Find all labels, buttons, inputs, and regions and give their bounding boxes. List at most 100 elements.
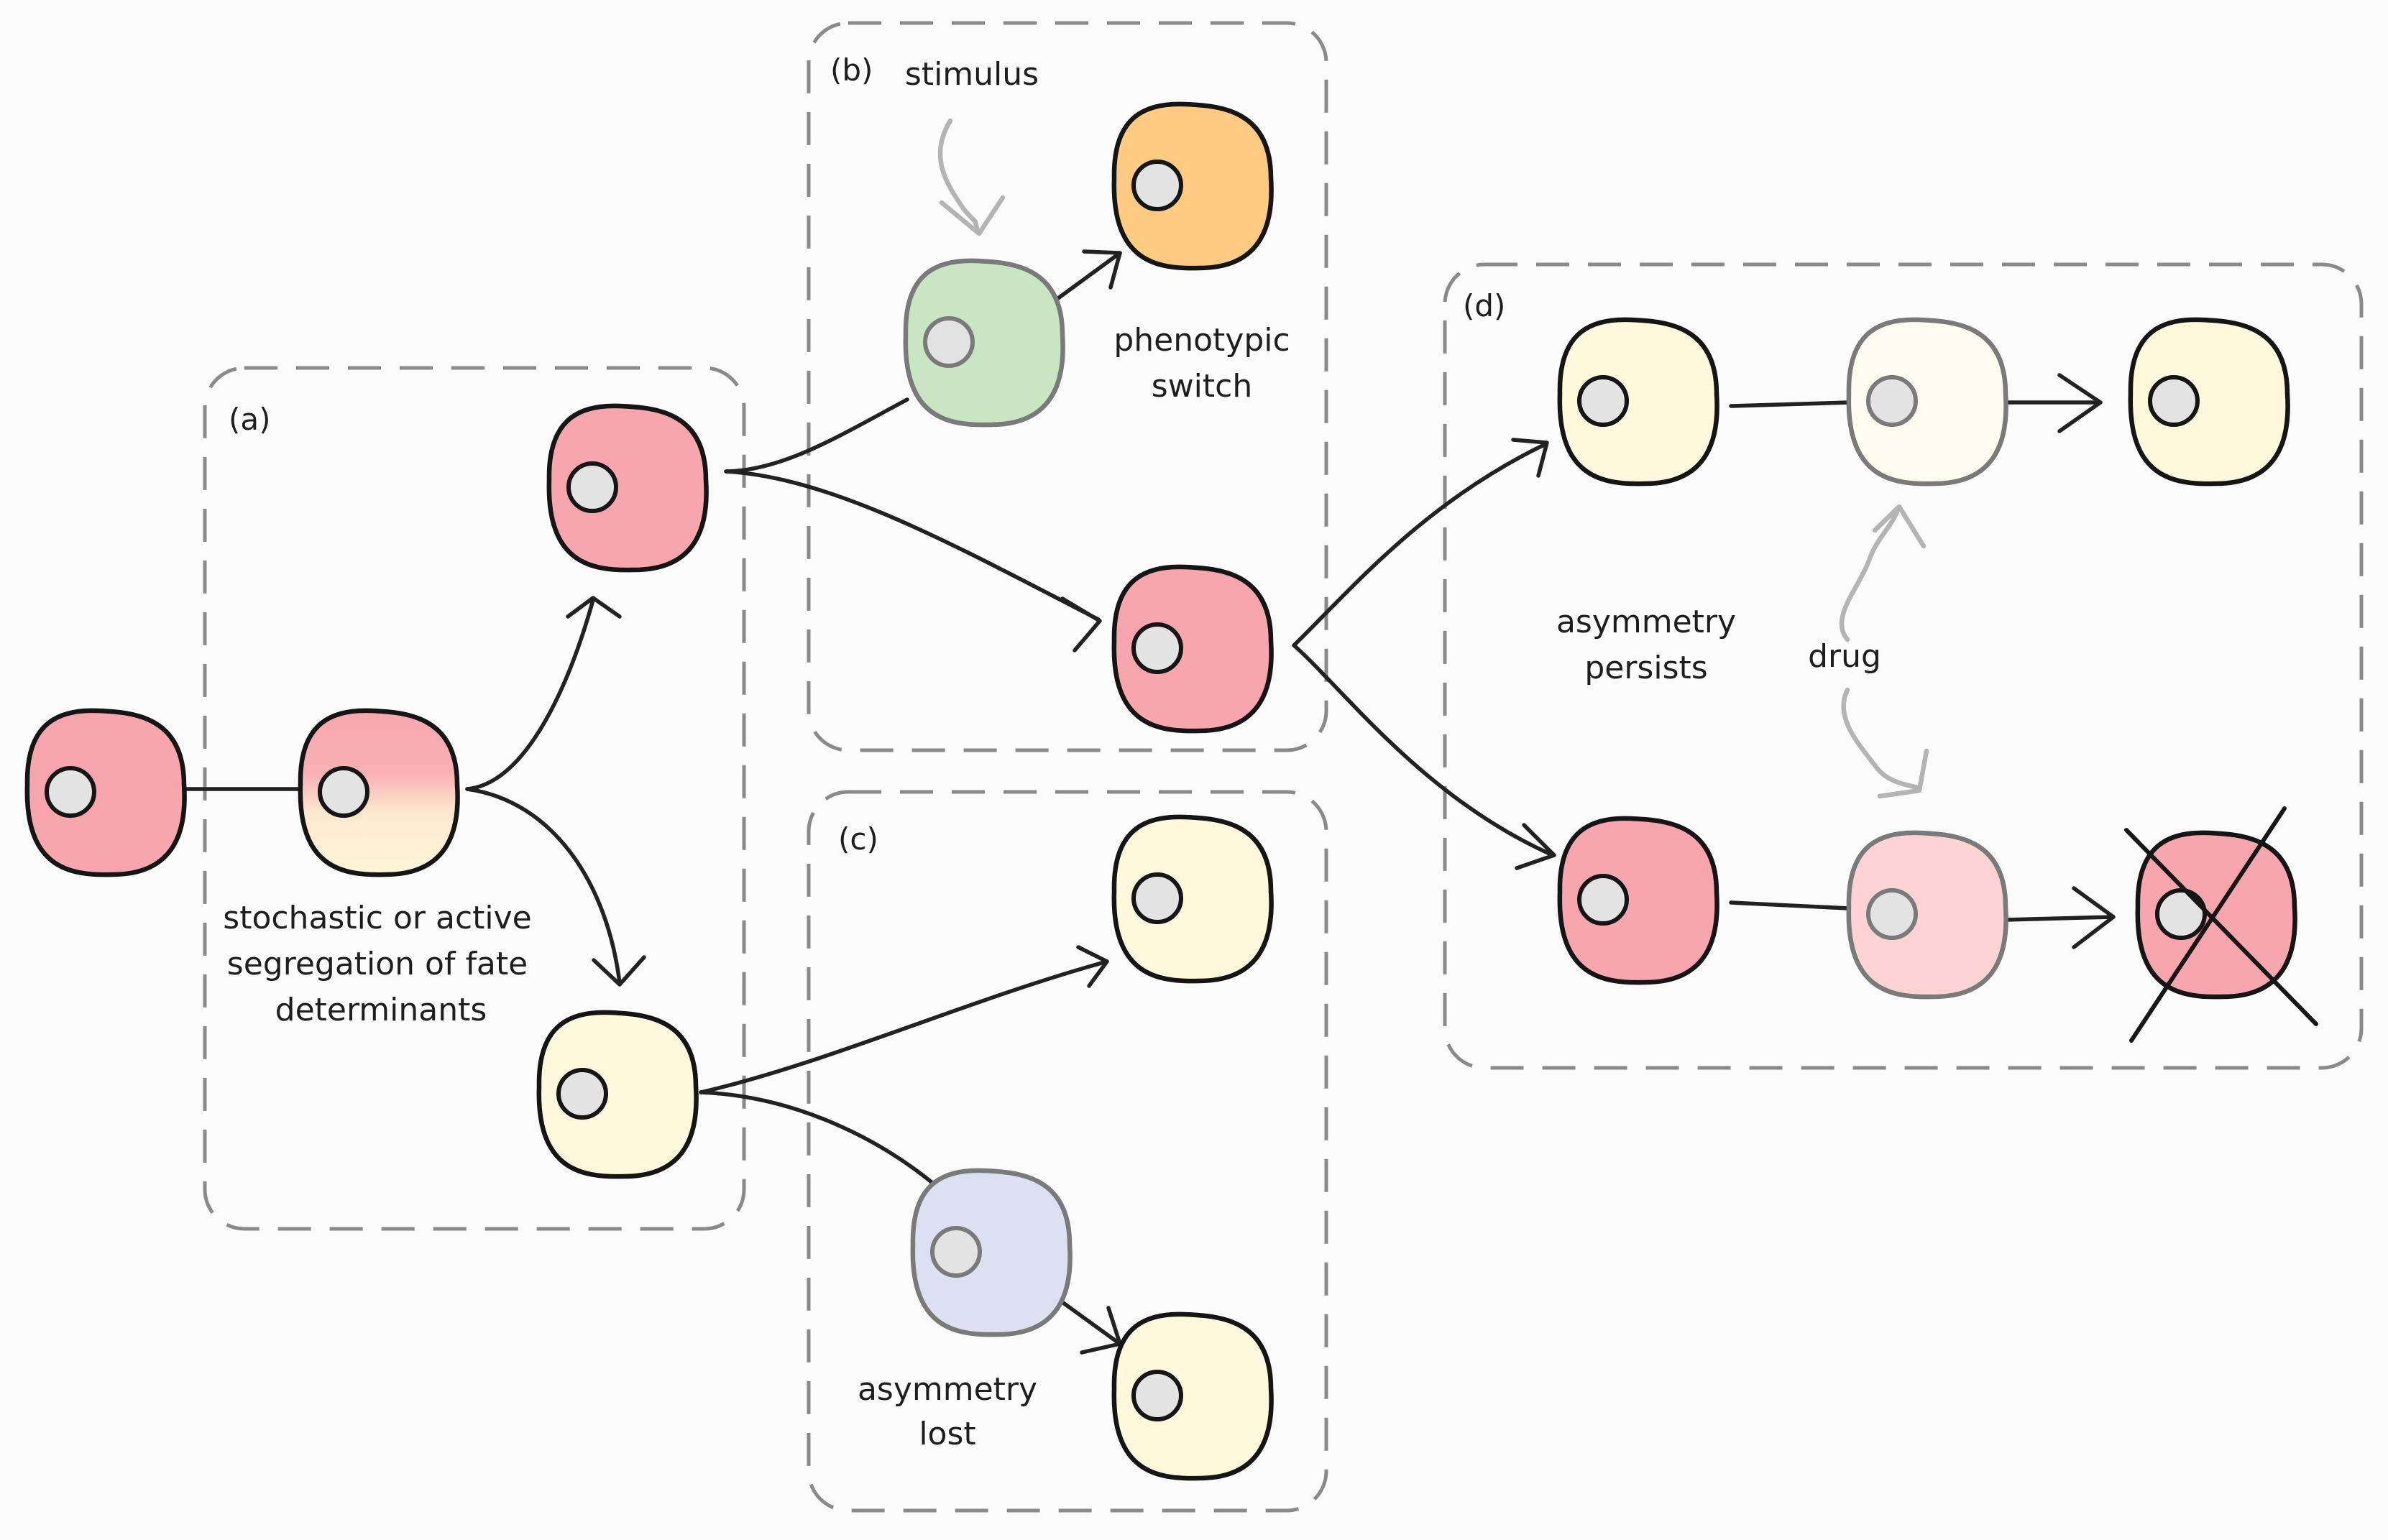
cell-nucleus bbox=[1131, 1370, 1183, 1421]
cell-death-cross bbox=[2124, 806, 2318, 1043]
arrowhead-d-top-2 bbox=[2057, 373, 2103, 433]
pink-cell-b bbox=[1111, 564, 1274, 734]
cell-body bbox=[1557, 317, 1719, 487]
division-arrows bbox=[183, 249, 2116, 1355]
cream-cell-d-3 bbox=[2128, 317, 2290, 487]
stimulus-label: stimulus bbox=[905, 56, 1039, 93]
arrow-d-bottom-2 bbox=[2003, 915, 2114, 922]
phenotypic-label-line1: phenotypic bbox=[1113, 322, 1290, 359]
drug-arrowhead-up bbox=[1872, 504, 1927, 549]
labels: (a) (b) (c) (d) stochastic or active seg… bbox=[223, 52, 1881, 1452]
arrowhead-cream-d-top bbox=[1511, 438, 1549, 478]
pink-cell-d-1 bbox=[1557, 816, 1719, 985]
panel-b-frame bbox=[807, 21, 1328, 752]
cell-nucleus bbox=[1131, 622, 1183, 674]
arrowhead-orange bbox=[1082, 249, 1122, 290]
cell-nucleus bbox=[1131, 872, 1183, 924]
faded-pink-cell-d bbox=[1846, 830, 2008, 1000]
arrow-to-blue-cell bbox=[699, 1090, 942, 1191]
cell-body bbox=[1111, 1311, 1274, 1481]
daughter-pink-a bbox=[546, 403, 709, 573]
stimulus-arrow bbox=[937, 118, 981, 234]
panel-d-label: (d) bbox=[1463, 288, 1505, 323]
drug-label: drug bbox=[1808, 638, 1881, 675]
arrowhead-pink-b bbox=[1060, 596, 1102, 653]
segregation-label-line3: determinants bbox=[275, 992, 487, 1028]
cross-stroke-2 bbox=[2129, 806, 2287, 1043]
arrowhead-pink-d-bottom bbox=[1515, 823, 1556, 870]
cross-stroke-1 bbox=[2124, 828, 2318, 1026]
effect-arrows bbox=[937, 118, 1929, 799]
phenotypic-label-line2: switch bbox=[1152, 368, 1252, 405]
arrowhead-d-bottom-2 bbox=[2072, 886, 2116, 949]
cell-nucleus bbox=[930, 1226, 982, 1278]
cell-nucleus bbox=[318, 766, 369, 818]
panel-c-frame bbox=[807, 790, 1328, 1513]
cell-body bbox=[903, 258, 1065, 428]
orange-cell bbox=[1111, 101, 1274, 271]
cell-body bbox=[298, 708, 460, 877]
cell-body bbox=[1846, 830, 2008, 1000]
cell-body bbox=[2128, 317, 2290, 487]
arrowhead-top-daughter bbox=[566, 596, 622, 619]
panel-d-frame bbox=[1443, 262, 2364, 1070]
drug-arrow-down bbox=[1841, 687, 1921, 790]
stimulus-arrowhead bbox=[939, 195, 1006, 236]
cell-body bbox=[546, 403, 709, 573]
cell-nucleus bbox=[1866, 888, 1918, 940]
arrow-green-to-orange bbox=[1056, 251, 1122, 300]
cell-body bbox=[1846, 317, 2008, 487]
cell-nucleus bbox=[45, 766, 96, 818]
asymmetry-persists-line1: asymmetry bbox=[1556, 604, 1736, 640]
cell-body bbox=[536, 1010, 699, 1179]
arrow-mixed-to-bottom-daughter bbox=[465, 787, 622, 985]
arrow-to-cream-c bbox=[699, 959, 1109, 1094]
panel-a-frame bbox=[203, 366, 746, 1231]
cell-body bbox=[1557, 816, 1719, 985]
cell-nucleus bbox=[1866, 375, 1918, 427]
cell-nucleus bbox=[566, 461, 618, 513]
asymmetry-persists-line2: persists bbox=[1584, 650, 1707, 686]
segregation-label-line2: segregation of fate bbox=[227, 946, 528, 982]
arrow-mixed-to-top-daughter bbox=[465, 598, 595, 791]
arrow-d-top-1 bbox=[1729, 400, 1851, 408]
arrow-to-green-cell bbox=[724, 397, 909, 474]
cell-nucleus bbox=[923, 316, 975, 368]
asymmetry-lost-line1: asymmetry bbox=[858, 1371, 1037, 1408]
arrow-to-cream-d-top bbox=[1292, 442, 1548, 647]
panel-c-label: (c) bbox=[838, 821, 878, 857]
drug-arrowhead-down bbox=[1877, 748, 1929, 799]
cell-body bbox=[910, 1168, 1073, 1337]
cream-cell-c-top bbox=[1111, 814, 1274, 984]
arrow-to-pink-d-bottom bbox=[1292, 643, 1555, 857]
panel-a-label: (a) bbox=[229, 402, 271, 437]
arrow-blue-to-cream bbox=[1058, 1299, 1120, 1345]
faded-cream-cell-d bbox=[1846, 317, 2008, 487]
segregation-label-line1: stochastic or active bbox=[223, 900, 531, 936]
cell-nucleus bbox=[556, 1068, 608, 1120]
arrowhead-bottom-daughter bbox=[592, 955, 646, 987]
dividing-cell bbox=[298, 708, 460, 877]
cell-nucleus bbox=[2148, 375, 2200, 427]
asymmetry-lost-line2: lost bbox=[919, 1416, 975, 1452]
arrowhead-cream-c bbox=[1076, 945, 1109, 988]
arrow-to-pink-b bbox=[724, 469, 1101, 622]
cell-body bbox=[1111, 814, 1274, 984]
cream-cell-d-1 bbox=[1557, 317, 1719, 487]
green-cell bbox=[903, 258, 1065, 428]
arrow-d-bottom-1 bbox=[1729, 900, 1851, 910]
daughter-cream-a bbox=[536, 1010, 699, 1179]
panel-b-label: (b) bbox=[830, 52, 873, 88]
cells bbox=[24, 101, 2297, 1481]
cell-body bbox=[1111, 101, 1274, 271]
cell-nucleus bbox=[1131, 160, 1183, 211]
blue-cell bbox=[910, 1168, 1073, 1337]
cream-cell-c-bottom bbox=[1111, 1311, 1274, 1481]
cell-nucleus bbox=[1577, 375, 1629, 427]
drug-arrow-up bbox=[1839, 507, 1901, 642]
parent-cell bbox=[24, 708, 187, 877]
cell-body bbox=[24, 708, 187, 877]
cell-nucleus bbox=[2155, 888, 2207, 940]
